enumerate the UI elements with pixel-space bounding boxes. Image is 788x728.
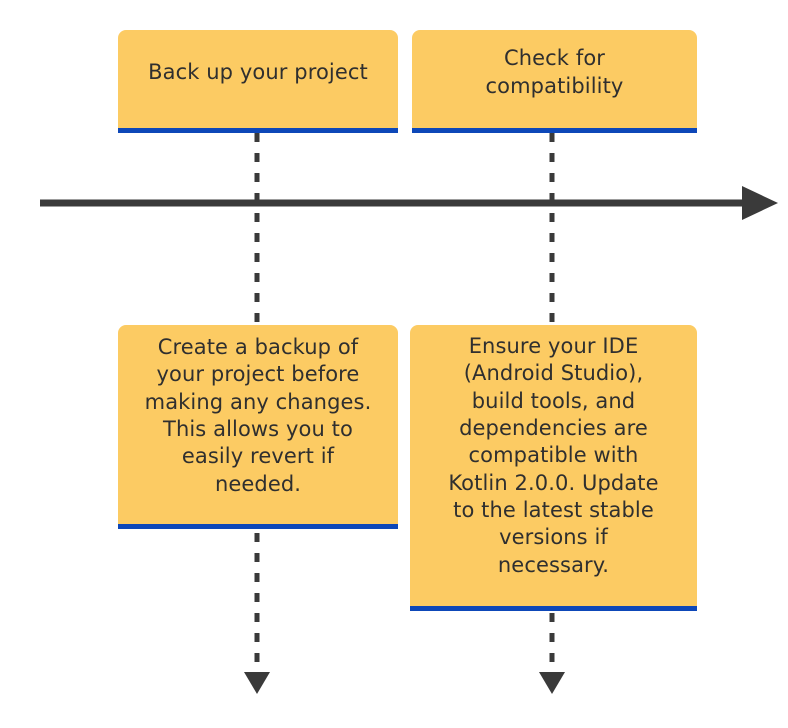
timeline-axis-arrowhead-icon xyxy=(742,186,778,220)
step-1-description-node[interactable]: Create a backup of your project before m… xyxy=(118,325,398,529)
step-1-description-accent-bar xyxy=(118,524,398,529)
step-1-description-text: Create a backup of your project before m… xyxy=(144,335,372,496)
step-1-title-node[interactable]: Back up your project xyxy=(118,30,398,133)
step-1-title-text: Back up your project xyxy=(148,59,368,84)
connector-arrowhead-down-step-2-icon xyxy=(539,672,565,694)
step-1-title-accent-bar xyxy=(118,128,398,133)
step-2-title-accent-bar xyxy=(412,128,697,133)
step-2-description-accent-bar xyxy=(410,606,697,611)
step-2-title-text: Check for compatibility xyxy=(485,46,624,98)
step-2-description-node[interactable]: Ensure your IDE (Android Studio), build … xyxy=(410,325,697,611)
step-2-description-text: Ensure your IDE (Android Studio), build … xyxy=(448,334,659,577)
connector-arrowhead-down-step-1-icon xyxy=(244,672,270,694)
step-2-title-node[interactable]: Check for compatibility xyxy=(412,30,697,133)
